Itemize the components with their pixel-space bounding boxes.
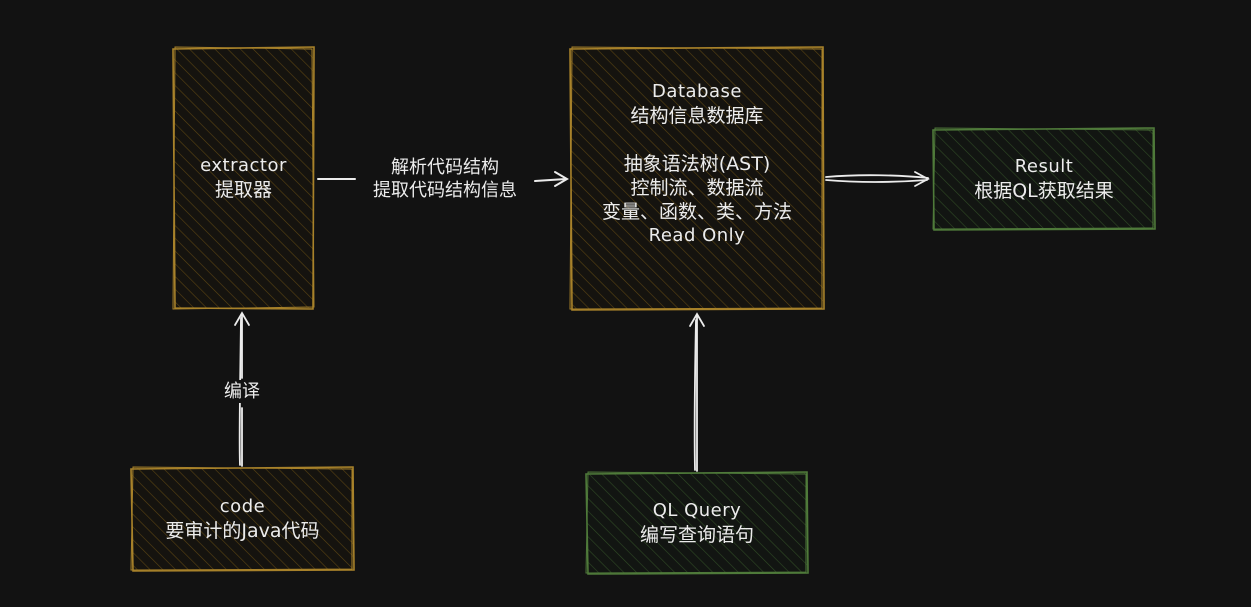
database-item-symbols: 变量、函数、类、方法: [601, 201, 792, 223]
ql-query-title: QL Query: [652, 500, 742, 521]
database-note: Read Only: [648, 225, 746, 246]
database-box-shape: [569, 46, 825, 311]
extractor-node: extractor 提取器: [174, 48, 313, 308]
code-subtitle: 要审计的Java代码: [165, 520, 320, 542]
extractor-box-shape: [172, 46, 315, 310]
arrow-extractor-to-database: [317, 171, 569, 187]
extractor-title: extractor: [200, 155, 287, 176]
extract-edge-line1: 解析代码结构: [391, 157, 499, 178]
extract-edge-label: 解析代码结构 提取代码结构信息: [355, 156, 535, 202]
result-subtitle: 根据QL获取结果: [974, 180, 1114, 202]
arrow-code-to-extractor: [234, 311, 250, 467]
database-node: Database 结构信息数据库 抽象语法树(AST) 控制流、数据流 变量、函…: [571, 48, 823, 309]
result-box-shape: [932, 127, 1156, 231]
extract-edge-line2: 提取代码结构信息: [373, 180, 517, 201]
database-subtitle: 结构信息数据库: [630, 105, 764, 127]
ql-query-subtitle: 编写查询语句: [639, 524, 754, 546]
result-node: Result 根据QL获取结果: [934, 129, 1154, 229]
database-item-ast: 抽象语法树(AST): [623, 153, 771, 175]
compile-edge-label: 编译: [212, 380, 272, 403]
database-item-flow: 控制流、数据流: [630, 177, 764, 199]
compile-edge-text: 编译: [224, 381, 260, 402]
code-node: code 要审计的Java代码: [132, 468, 353, 570]
ql-query-node: QL Query 编写查询语句: [587, 473, 807, 573]
arrow-database-to-result: [825, 171, 930, 187]
database-title: Database: [652, 81, 742, 102]
result-title: Result: [1014, 156, 1074, 177]
ql-query-box-shape: [585, 471, 809, 575]
arrow-query-to-database: [689, 312, 705, 472]
code-box-shape: [130, 466, 355, 572]
code-title: code: [219, 496, 266, 517]
extractor-subtitle: 提取器: [214, 179, 272, 201]
